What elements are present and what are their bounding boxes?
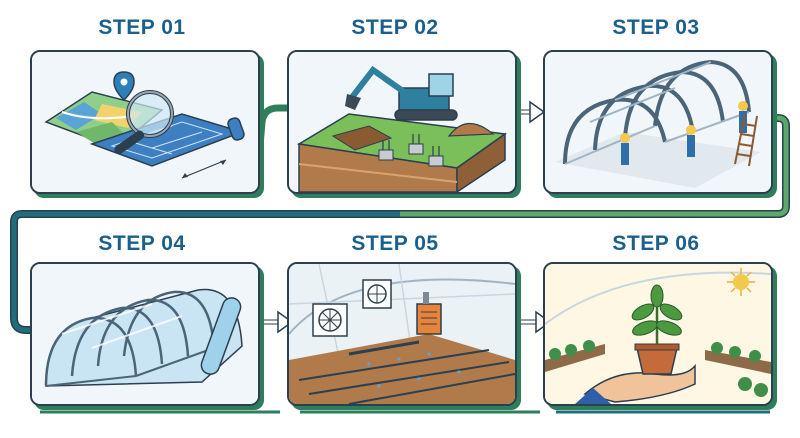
ventilation-fan-icon (312, 303, 348, 337)
ventilation-fan-icon-2 (362, 279, 392, 309)
step-04-title: STEP 04 (98, 232, 186, 255)
step-03-card (543, 50, 773, 194)
frame-assembly-illustration (545, 52, 771, 192)
excavation-illustration (289, 52, 515, 192)
step-05-title: STEP 05 (351, 232, 439, 255)
planting-illustration (545, 264, 771, 404)
excavator-arm (350, 65, 410, 99)
step-04-card (30, 262, 260, 406)
connector-step1-step2 (254, 104, 296, 171)
systems-illustration (289, 264, 515, 404)
arrowhead-step5 (277, 310, 294, 334)
sun-icon (727, 268, 755, 296)
arrowhead-step3 (529, 100, 546, 124)
site-planning-illustration (32, 52, 258, 192)
step-03-title: STEP 03 (612, 16, 700, 39)
step-02-title: STEP 02 (351, 16, 439, 39)
hand-holding-pot (583, 363, 696, 403)
heater-unit (416, 303, 442, 335)
step-02-card (287, 50, 517, 194)
step-01-title: STEP 01 (98, 16, 186, 39)
step-01-card (30, 50, 260, 194)
step-06-card (543, 262, 773, 406)
covering-illustration (32, 264, 258, 404)
film-roll (200, 297, 242, 375)
step-06-title: STEP 06 (612, 232, 700, 255)
step-05-card (287, 262, 517, 406)
map-pin-icon (113, 71, 135, 102)
